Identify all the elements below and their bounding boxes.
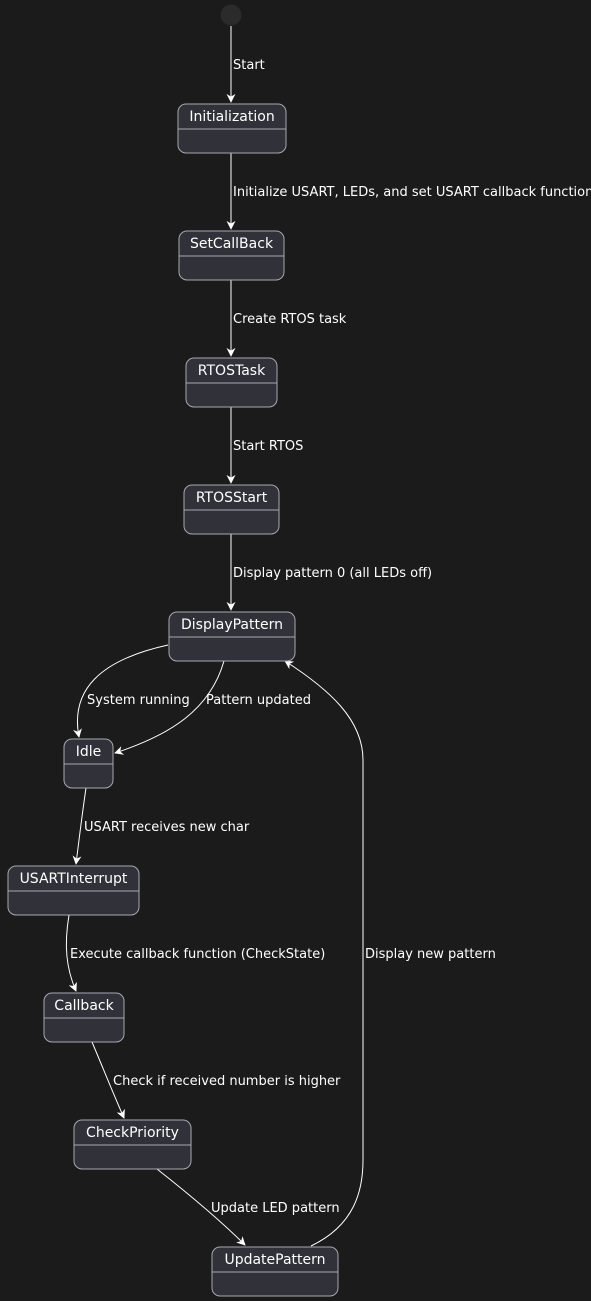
state-label-idle: Idle	[76, 744, 102, 760]
state-label-updatepattern: UpdatePattern	[224, 1252, 325, 1268]
edge-label-start: Start	[233, 58, 265, 73]
edge-checkpriority-to-updatepattern	[156, 1168, 246, 1246]
state-setcallback[interactable]: SetCallBack	[178, 230, 285, 281]
edge-label-rtostask-to-rtosstart: Start RTOS	[233, 439, 303, 454]
state-label-displaypattern: DisplayPattern	[181, 617, 283, 633]
edge-label-displaypattern-to-idle-updated: Pattern updated	[206, 693, 311, 708]
edge-usartinterrupt-to-callback	[65, 914, 77, 992]
edge-displaypattern-to-idle-updated	[114, 660, 225, 755]
edge-label-checkpriority-to-updatepattern: Update LED pattern	[211, 1201, 340, 1216]
state-label-callback: Callback	[54, 998, 114, 1014]
edge-label-usartinterrupt-to-callback: Execute callback function (CheckState)	[70, 947, 325, 962]
edge-label-init-to-setcallback: Initialize USART, LEDs, and set USART ca…	[233, 185, 591, 200]
state-idle[interactable]: Idle	[63, 738, 114, 789]
edge-label-setcallback-to-rtostask: Create RTOS task	[233, 312, 347, 327]
edge-label-updatepattern-to-displaypattern: Display new pattern	[365, 947, 496, 962]
edge-displaypattern-to-idle-running	[73, 644, 169, 738]
edge-updatepattern-to-displaypattern	[284, 660, 364, 1247]
initial-state-dot	[220, 4, 242, 26]
state-rtostask[interactable]: RTOSTask	[185, 357, 278, 408]
state-callback[interactable]: Callback	[43, 992, 125, 1043]
edge-idle-to-usartinterrupt	[72, 787, 87, 865]
state-label-rtostask: RTOSTask	[198, 363, 266, 379]
state-updatepattern[interactable]: UpdatePattern	[211, 1246, 339, 1297]
state-rtosstart[interactable]: RTOSStart	[183, 484, 280, 535]
edge-label-idle-to-usartinterrupt: USART receives new char	[84, 820, 250, 835]
edge-label-rtosstart-to-displaypattern: Display pattern 0 (all LEDs off)	[233, 566, 432, 581]
state-label-rtosstart: RTOSStart	[196, 490, 268, 506]
state-label-setcallback: SetCallBack	[190, 236, 274, 252]
state-displaypattern[interactable]: DisplayPattern	[168, 611, 296, 662]
edge-callback-to-checkpriority	[91, 1041, 125, 1119]
state-label-initialization: Initialization	[189, 109, 274, 125]
edge-label-displaypattern-to-idle-running: System running	[87, 693, 190, 708]
edge-label-callback-to-checkpriority: Check if received number is higher	[113, 1074, 341, 1089]
state-initialization[interactable]: Initialization	[177, 103, 287, 154]
state-usartinterrupt[interactable]: USARTInterrupt	[7, 865, 140, 916]
state-label-checkpriority: CheckPriority	[86, 1125, 179, 1141]
state-checkpriority[interactable]: CheckPriority	[73, 1119, 192, 1170]
state-label-usartinterrupt: USARTInterrupt	[20, 871, 128, 887]
